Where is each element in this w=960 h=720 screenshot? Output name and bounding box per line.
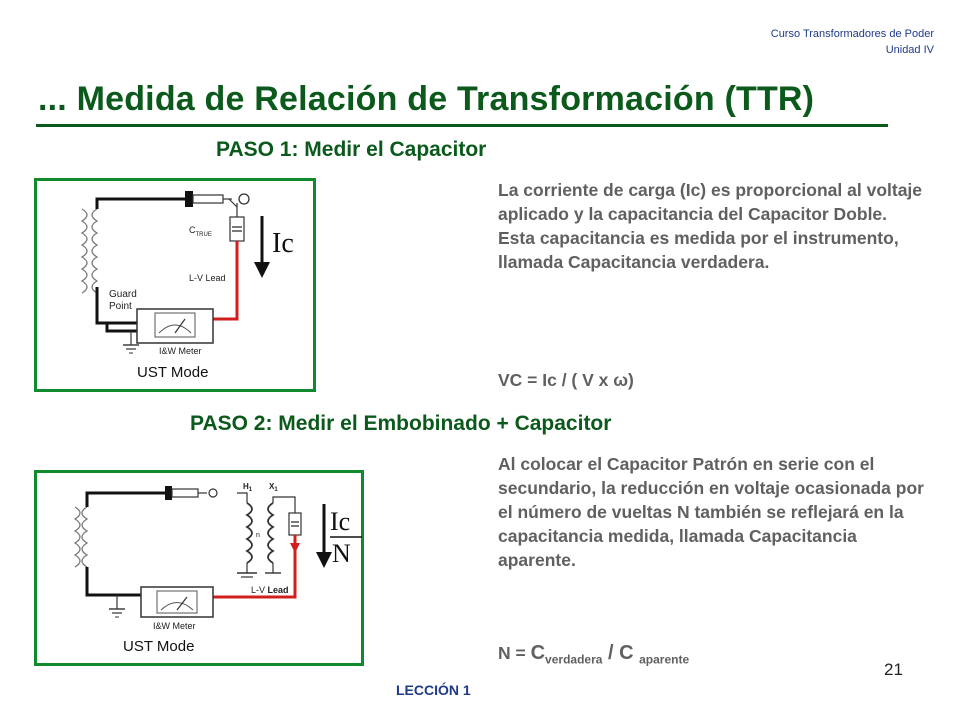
ust-mode-diagram-step1: CTRUE L-V Lead Guard Point I&W Meter UST… [34,178,316,392]
winding-coil [91,208,99,294]
h1-winding [245,502,253,564]
terminal [238,193,250,205]
meter-needle-icon [174,318,186,334]
mode-label: UST Mode [137,364,208,381]
slide-title: ... Medida de Relación de Transformación… [38,80,815,118]
x1-label: X1 [269,482,278,493]
n-denominator: N [332,539,351,568]
title-underline [36,124,888,127]
ic-label: Ic [330,507,350,536]
circuit-schematic-1: CTRUE L-V Lead Guard Point I&W Meter UST… [80,191,250,381]
meter-needle-icon [176,596,188,611]
lesson-label: LECCIÓN 1 [396,682,471,698]
bushing [192,194,224,204]
course-name: Curso Transformadores de Poder [770,28,934,40]
hv-wire [85,491,167,507]
bushing [171,488,199,498]
hv-wire [95,197,187,209]
n-label: n [256,532,260,539]
meter-label: I&W Meter [153,621,196,631]
terminal [208,488,218,498]
x1-winding [267,502,275,564]
step2-description: Al colocar el Capacitor Patrón en serie … [498,454,924,570]
step1-description: La corriente de carga (Ic) es proporcion… [498,180,923,272]
step1-heading: PASO 1: Medir el Capacitor [216,138,487,161]
lv-lead-wire [213,535,297,599]
guard-wire [85,567,141,597]
c-true-label: CTRUE [189,225,212,238]
lv-lead-label: L-V Lead [251,585,289,595]
lv-lead-label: L-V Lead [189,273,226,283]
guard-label-2: Point [109,301,132,312]
step1-formula: VC = Ic / ( V x ω) [498,370,634,390]
mode-label: UST Mode [123,638,194,655]
primary-coil [81,506,89,568]
step2-heading: PASO 2: Medir el Embobinado + Capacitor [190,412,612,435]
step2-formula: N = Cverdadera / C aparente [498,642,690,667]
current-arrow-1: Ic [254,216,294,278]
ic-label: Ic [272,228,294,259]
circuit-schematic-2: H1 X1 n L-V Lead I&W Meter UST Mode [73,482,302,655]
guard-label-1: Guard [109,289,137,300]
current-arrow-2: Ic N [316,504,362,568]
unit-name: Unidad IV [885,44,934,56]
bushing-clamp [165,486,172,500]
h1-label: H1 [243,482,253,493]
ust-mode-diagram-step2: H1 X1 n L-V Lead I&W Meter UST Mode [34,470,364,666]
capacitor [288,512,302,536]
meter-label: I&W Meter [159,346,202,356]
capacitor [229,216,245,242]
page-number: 21 [884,660,903,679]
bushing-clamp [185,191,193,207]
primary-coil [80,208,88,294]
